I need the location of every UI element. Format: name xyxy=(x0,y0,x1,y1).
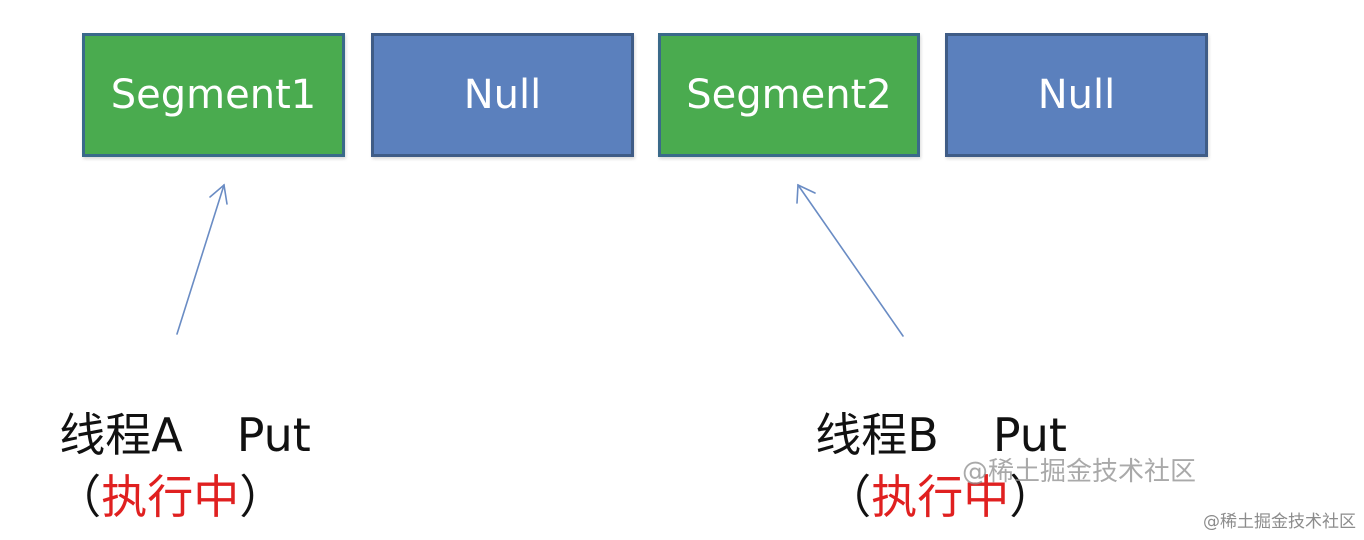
arrow-thread-a xyxy=(176,183,228,335)
watermark-corner: @稀土掘金技术社区 xyxy=(1203,512,1356,532)
cell-label: Segment2 xyxy=(686,72,892,118)
thread-a-name: 线程A xyxy=(59,408,183,462)
paren-close: ） xyxy=(239,470,286,524)
status-text: 执行中 xyxy=(871,470,1010,524)
cell-label: Segment1 xyxy=(110,72,317,118)
arrow-thread-b xyxy=(796,183,904,337)
watermark-inline: @稀土掘金技术社区 xyxy=(962,457,1197,487)
array-cell-null-2: Null xyxy=(945,33,1208,157)
paren-close: ） xyxy=(1009,470,1056,524)
paren-open: （ xyxy=(825,470,872,524)
paren-open: （ xyxy=(55,470,102,524)
status-text: 执行中 xyxy=(101,470,240,524)
thread-a-action: Put xyxy=(236,408,311,462)
thread-b-name: 线程B xyxy=(815,408,939,462)
thread-a-status: （执行中） xyxy=(26,428,285,520)
cell-label: Null xyxy=(463,72,542,118)
array-cell-segment1: Segment1 xyxy=(82,33,345,157)
thread-b-status: （执行中） xyxy=(796,428,1055,520)
cell-label: Null xyxy=(1037,72,1116,118)
array-cell-null-1: Null xyxy=(371,33,634,157)
array-cell-segment2: Segment2 xyxy=(658,33,920,157)
thread-b-action: Put xyxy=(992,408,1067,462)
